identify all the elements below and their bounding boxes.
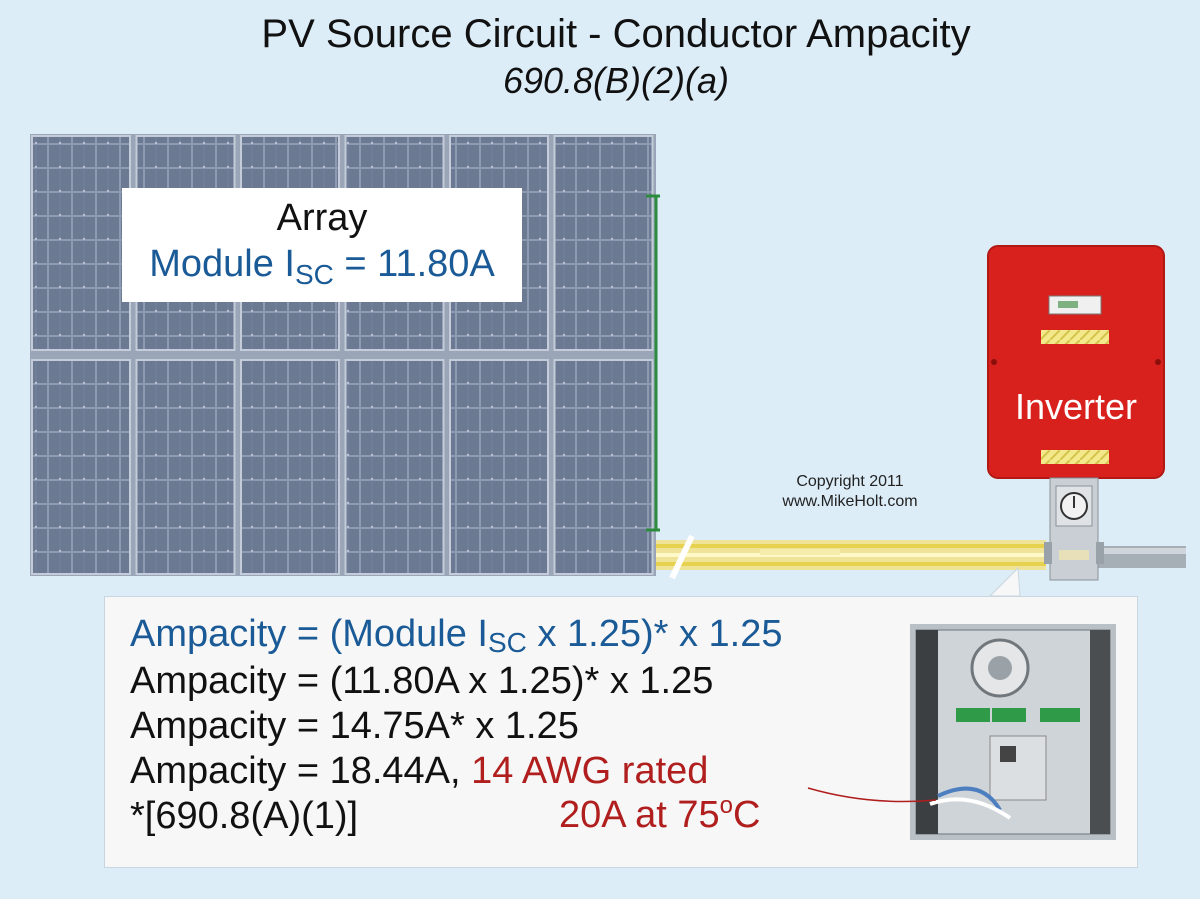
rating-value: 20A at 75 [559,794,720,836]
module-isc-prefix: Module I [149,243,295,285]
disconnect-interior-photo [910,624,1116,840]
solar-module [135,359,236,575]
formula-line: Ampacity = (Module ISC x 1.25)* x 1.25 [130,612,782,659]
result-value: Ampacity = 18.44A, [130,750,472,792]
module-isc-subscript: SC [294,259,334,290]
solar-module [344,359,445,575]
inverter [987,245,1165,479]
inverter-label: Inverter [1014,386,1138,427]
code-reference: 690.8(B)(2)(a) [502,60,730,101]
rating-unit: C [732,794,761,836]
array-title: Array [276,197,368,239]
conductor-rating: 20A at 75oC [559,792,761,837]
pointer-line [807,787,937,803]
conductor-size: 14 AWG rated [471,750,709,792]
formula-suffix: x 1.25)* x 1.25 [526,613,783,655]
degree-symbol: o [719,792,733,819]
solar-module [31,359,131,575]
copyright-year: Copyright 2011 [796,473,904,490]
diagram-title: PV Source Circuit - Conductor Ampacity [261,12,971,56]
solar-module [553,135,654,351]
array-label-box: Array Module ISC = 11.80A [122,188,522,302]
ampacity-calculation: Ampacity = (Module ISC x 1.25)* x 1.25 A… [130,612,782,839]
module-isc-label: Module ISC = 11.80A [122,240,522,291]
footnote-reference: *[690.8(A)(1)] [130,795,359,837]
formula-subscript: SC [487,627,527,658]
conduit [1098,546,1186,568]
solar-module [240,359,340,575]
pv-source-conductors [656,534,1046,580]
result-line: Ampacity = 18.44A, 14 AWG rated [130,749,782,794]
substitution-line: Ampacity = (11.80A x 1.25)* x 1.25 [130,660,714,702]
formula-prefix: Ampacity = (Module I [130,613,488,655]
copyright-url: www.MikeHolt.com [782,493,918,510]
solar-module [449,359,549,575]
dc-disconnect [1044,477,1104,581]
intermediate-line: Ampacity = 14.75A* x 1.25 [130,705,579,747]
solar-module [553,359,654,575]
copyright-notice: Copyright 2011 www.MikeHolt.com [750,472,950,512]
module-isc-value: = 11.80A [333,243,495,285]
